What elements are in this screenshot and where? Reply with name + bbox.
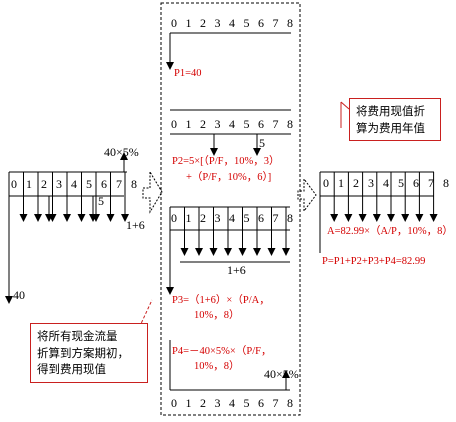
flow-arrow-right — [297, 177, 317, 213]
p3-arrow-label: 1+6 — [227, 263, 246, 277]
timeline-tick: 3 — [368, 176, 374, 190]
timeline-tick: 1 — [185, 16, 192, 30]
timeline-tick: 8 — [443, 176, 449, 190]
timeline-tick: 1 — [185, 117, 192, 131]
p4-formula-line2: 10%，8） — [194, 361, 240, 372]
timeline-tick: 4 — [383, 176, 389, 190]
timeline-tick: 6 — [258, 16, 264, 30]
p2-formula-line1: P2=5×[（P/F，10%，3） — [172, 156, 280, 167]
timeline-tick: 0 — [323, 176, 329, 190]
note-present-value-line: 将所有现金流量 — [37, 329, 118, 343]
timeline-tick: 0 — [171, 211, 177, 225]
timeline-tick: 1 — [185, 396, 192, 410]
timeline-tick: 1 — [185, 211, 192, 225]
timeline-tick: 6 — [101, 177, 107, 191]
p1-formula: P1=40 — [174, 68, 202, 79]
flow-arrow-left — [142, 170, 163, 214]
timeline-tick: 6 — [413, 176, 419, 190]
timeline-tick: 8 — [287, 117, 293, 131]
timeline-tick: 2 — [200, 117, 206, 131]
timeline-tick: 6 — [258, 211, 264, 225]
timeline-tick: 2 — [200, 16, 206, 30]
middle-panels-frame — [160, 2, 301, 416]
p2-arrow-label: 5 — [259, 136, 265, 150]
timeline-tick: 5 — [243, 211, 250, 225]
timeline-tick: 2 — [41, 177, 47, 191]
note-annual-value-line: 将费用现值折 — [356, 104, 425, 118]
timeline-tick: 4 — [229, 16, 235, 30]
timeline-tick: 8 — [287, 16, 293, 30]
left-inner-label: 5 — [98, 194, 104, 208]
timeline-tick: 2 — [200, 211, 206, 225]
timeline-tick: 0 — [171, 396, 177, 410]
timeline-tick: 8 — [287, 211, 293, 225]
note-annual-value-pointer — [340, 101, 350, 110]
timeline-tick: 7 — [272, 211, 279, 225]
timeline-tick: 2 — [353, 176, 359, 190]
p2-formula-line2: +（P/F，10%，6）] — [186, 172, 272, 183]
timeline-tick: 6 — [258, 396, 264, 410]
note-present-value-line: 得到费用现值 — [37, 362, 106, 377]
timeline-tick: 5 — [243, 117, 250, 131]
timeline-tick: 4 — [229, 117, 235, 131]
timeline-tick: 5 — [86, 177, 92, 191]
left-bottom-label: 40 — [13, 288, 25, 302]
timeline-tick: 7 — [428, 176, 434, 190]
note-present-value: 将所有现金流量 折算到方案期初， 得到费用现值 — [30, 323, 148, 384]
note-annual-value: 将费用现值折 算为费用年值 — [349, 98, 441, 142]
timeline-tick: 1 — [338, 176, 344, 190]
left-top-label: 40×5% — [104, 145, 139, 159]
note-present-value-line: 折算到方案期初， — [37, 345, 129, 360]
timeline-tick: 7 — [272, 16, 279, 30]
timeline-tick: 4 — [229, 211, 235, 225]
timeline-tick: 3 — [214, 211, 221, 225]
timeline-tick: 2 — [200, 396, 206, 410]
timeline-tick: 5 — [243, 396, 250, 410]
timeline-tick: 4 — [71, 177, 77, 191]
timeline-tick: 0 — [171, 117, 177, 131]
timeline-tick: 5 — [398, 176, 404, 190]
note-annual-value-line: 算为费用年值 — [356, 120, 425, 135]
p4-arrow-label: 40×5% — [264, 367, 299, 381]
timeline-tick: 8 — [287, 396, 293, 410]
p3-formula-line1: P3=（1+6）×（P/A， — [172, 295, 270, 306]
timeline-tick: 5 — [243, 16, 250, 30]
timeline-tick: 1 — [26, 177, 32, 191]
timeline-tick: 7 — [272, 117, 279, 131]
left-right-label: 1+6 — [126, 218, 145, 232]
timeline-tick: 7 — [272, 396, 279, 410]
timeline-tick: 0 — [171, 16, 177, 30]
timeline-tick: 8 — [131, 177, 137, 191]
timeline-tick: 0 — [11, 177, 17, 191]
timeline-tick: 4 — [229, 396, 235, 410]
annuity-formula: A=82.99×（A/P，10%，8） — [327, 226, 453, 237]
p4-formula-line1: P4=－40×5%×（P/F， — [172, 346, 272, 357]
timeline-tick: 6 — [258, 117, 264, 131]
timeline-tick: 3 — [56, 177, 62, 191]
timeline-tick: 3 — [214, 16, 221, 30]
timeline-tick: 3 — [214, 117, 221, 131]
present-value-sum-formula: P=P1+P2+P3+P4=82.99 — [322, 256, 426, 267]
timeline-tick: 3 — [214, 396, 221, 410]
p3-formula-line2: 10%，8） — [194, 310, 240, 321]
timeline-tick: 7 — [116, 177, 122, 191]
